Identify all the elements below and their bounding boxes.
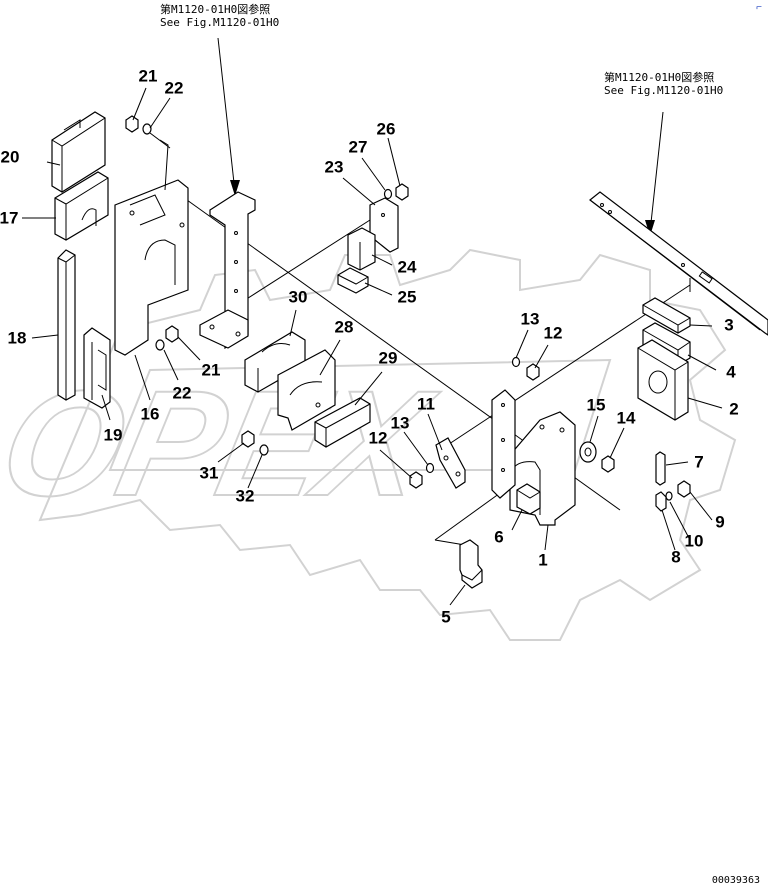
washer-27 [383,188,393,200]
callout-23: 23 [324,157,344,177]
callout-18: 18 [7,328,27,348]
part-5-bracket [459,539,483,589]
washer-13-lower [425,462,435,474]
bolt-9 [677,480,691,498]
callout-15: 15 [586,395,606,415]
reference-arrow-center [217,37,240,196]
part-19-bracket [83,327,111,409]
vertical-mount-plate [491,389,516,499]
callout-22-top: 22 [164,78,184,98]
part-2-block [637,339,689,421]
callout-22-lower: 22 [172,383,192,403]
leader-lines [22,87,723,606]
bolt-12-lower [409,471,423,489]
washer-22-lower [155,339,165,351]
bolt-21-lower [165,325,179,343]
assembly-line [434,539,466,546]
callout-28: 28 [334,317,354,337]
reference-arrow-right [645,111,664,236]
callout-24: 24 [397,257,417,277]
part-29-bar [314,397,371,448]
callout-17: 17 [0,208,19,228]
callout-12-upper: 12 [543,323,563,343]
callout-5: 5 [441,607,451,627]
washer-32 [259,444,269,456]
part-18-bar [57,249,76,401]
callout-10: 10 [684,531,704,551]
corner-mark: ⌐ [756,2,762,13]
reference-note-jp: 第M1120-01H0図参照 [604,71,715,84]
part-17-block [54,171,109,241]
part-28-plate [277,349,336,431]
callout-30: 30 [288,287,308,307]
part-3-bar [642,297,691,334]
part-7-strip [655,451,666,486]
bolt-26 [395,183,409,201]
part-16-plate [114,139,189,356]
callout-21-lower: 21 [201,360,221,380]
callout-8: 8 [671,547,681,567]
callout-26: 26 [376,119,396,139]
bolt-14 [601,455,615,473]
callout-25: 25 [397,287,417,307]
clip-8 [655,491,667,512]
reference-note-right: 第M1120-01H0図参照 See Fig.M1120-01H0 [604,71,723,97]
reference-note-en: See Fig.M1120-01H0 [160,16,280,29]
callout-32: 32 [235,486,255,506]
callout-29: 29 [378,348,398,368]
callout-13-lower: 13 [390,413,410,433]
part-20-block [51,111,106,193]
reference-note-en: See Fig.M1120-01H0 [604,84,724,97]
callout-11: 11 [417,394,435,414]
assembly-line [244,219,371,301]
part-6-block [516,483,541,515]
callout-1: 1 [538,550,548,570]
part-24-block [347,227,376,271]
callout-13-upper: 13 [520,309,540,329]
callout-7: 7 [694,452,704,472]
part-11-hinge [435,437,466,489]
callout-2: 2 [729,399,739,419]
callout-6: 6 [494,527,504,547]
bolt-12-upper [526,363,540,381]
center-support-post [199,191,256,350]
callout-12-lower: 12 [368,428,388,448]
callout-20: 20 [0,147,20,167]
bolt-31 [241,430,255,448]
part-15-grommet [579,441,597,463]
reference-note-jp: 第M1120-01H0図参照 [160,3,271,16]
part-25-block [337,267,369,294]
document-number: 00039363 [711,875,760,886]
callout-27: 27 [348,137,368,157]
bolt-21-top [125,115,139,133]
callout-21-top: 21 [138,66,158,86]
washer-13-upper [511,356,521,368]
washer-10 [665,491,673,501]
callout-14: 14 [616,408,636,428]
reference-note-center: 第M1120-01H0図参照 See Fig.M1120-01H0 [160,3,279,29]
callout-16: 16 [140,404,160,424]
callout-9: 9 [715,512,725,532]
washer-22-top [142,123,152,135]
right-frame-beam [589,191,768,336]
callout-4: 4 [726,362,736,382]
callout-19: 19 [103,425,123,445]
callout-31: 31 [199,463,219,483]
callout-3: 3 [724,315,734,335]
